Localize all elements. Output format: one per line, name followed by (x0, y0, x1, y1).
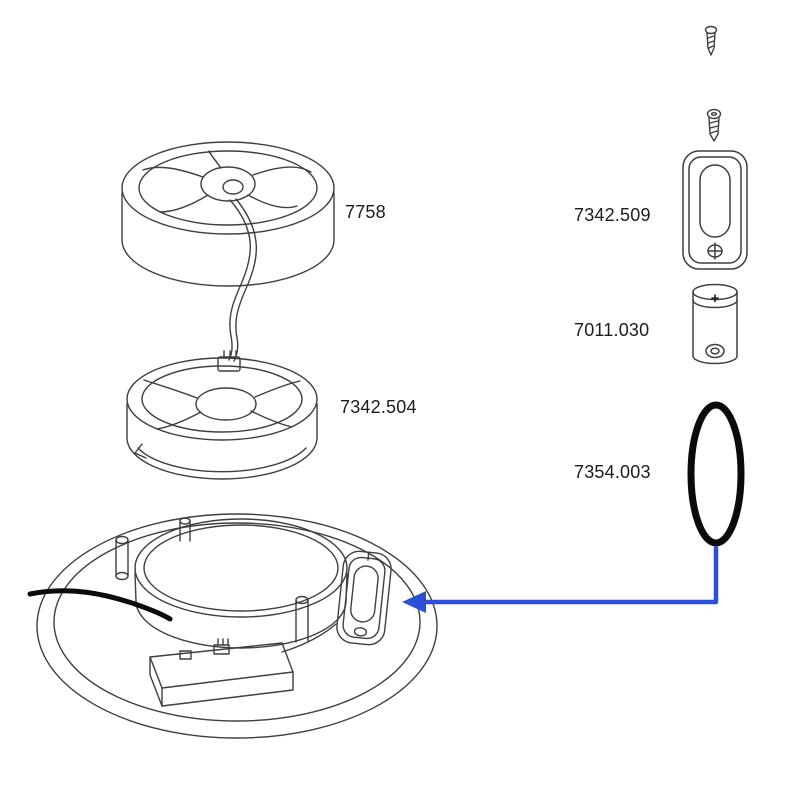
battery-polarity-mark: + (711, 290, 720, 307)
blade (156, 411, 202, 430)
base-battery-holder (336, 550, 392, 646)
screw-icon-top (704, 25, 718, 56)
part-label-impeller: 7342.504 (340, 397, 417, 417)
impeller-hub (195, 387, 257, 421)
base-inner-flange (53, 522, 421, 722)
battery-holder-drawing (682, 150, 748, 270)
blade (208, 150, 222, 169)
hub-outer (200, 166, 256, 202)
part-label-o-ring: 7354.003 (574, 462, 651, 482)
fan-housing-drawing (121, 141, 335, 372)
wall-left-side (134, 572, 137, 602)
housing-body (121, 192, 335, 287)
connector-pins (223, 350, 237, 358)
wire (228, 199, 251, 361)
blade (143, 379, 198, 399)
hub-inner (222, 179, 244, 195)
blade (254, 380, 301, 398)
wire-connector (217, 356, 241, 372)
standoff-post (295, 595, 309, 643)
part-label-battery-holder: 7342.509 (574, 205, 651, 225)
wall-bottom-arc (135, 600, 347, 649)
standoff-post (179, 517, 191, 542)
pcb-component (213, 644, 230, 655)
wall-top-inner-rim (143, 524, 339, 612)
housing-outer-rim (121, 141, 335, 235)
impeller-bottom-rim (137, 447, 307, 473)
part-label-fan-housing: 7758 (345, 202, 386, 222)
housing-inner-rim (138, 150, 318, 226)
blade (159, 194, 209, 213)
pcb-to-holder-wire (281, 623, 337, 653)
power-wire (27, 588, 173, 622)
wire (233, 198, 257, 362)
battery-drawing: + (692, 283, 738, 365)
pcb-front-face (161, 671, 294, 707)
screw-icon-second (706, 108, 722, 142)
blade (142, 166, 204, 178)
impeller-inner-rim (141, 365, 303, 433)
pcb-top-face (149, 642, 294, 689)
o-ring-drawing (687, 401, 745, 547)
base-outer-flange (36, 513, 438, 739)
standoff-post (115, 535, 129, 581)
impeller-body (126, 403, 318, 480)
pcb-component (179, 650, 192, 660)
left-tab (134, 443, 147, 459)
base-assembly-drawing (27, 513, 438, 739)
impeller-assembly-drawing (126, 357, 318, 480)
arrowhead (402, 591, 426, 613)
blade (250, 410, 293, 428)
blade (252, 166, 312, 176)
wall-top-rim (134, 518, 348, 618)
pcb-left-edge (149, 656, 163, 707)
part-label-battery: 7011.030 (574, 320, 650, 340)
blade (247, 194, 298, 209)
pointer-arrow (402, 545, 719, 613)
impeller-outer-rim (126, 357, 318, 441)
pcb-pins (217, 638, 229, 646)
